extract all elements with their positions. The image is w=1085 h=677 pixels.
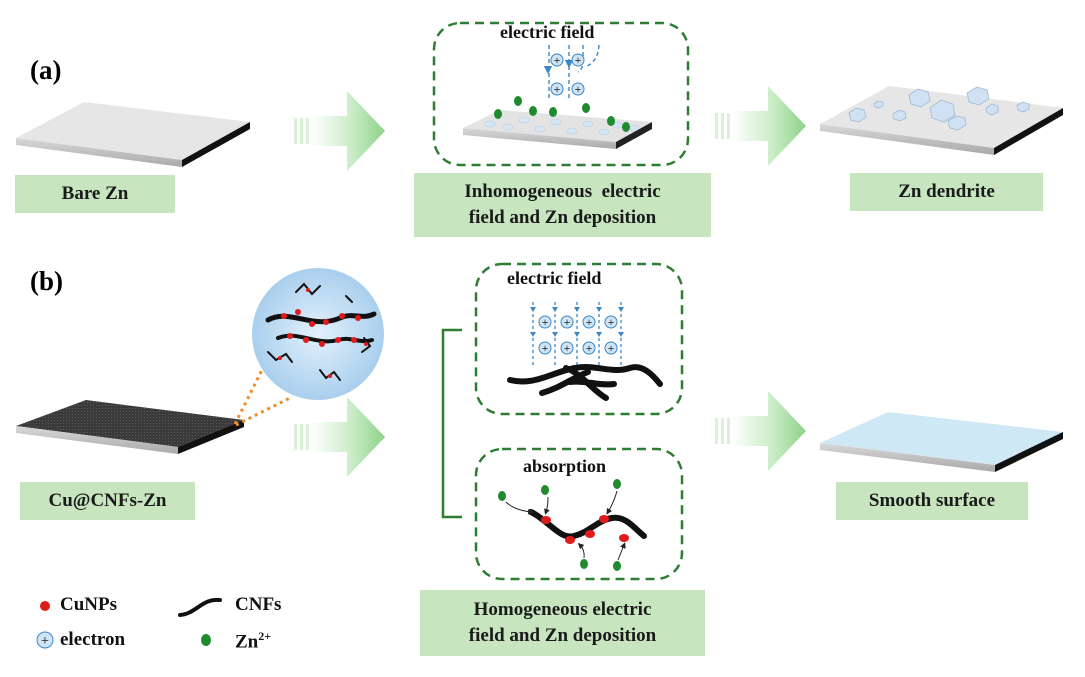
legend-zn-marker (201, 634, 211, 646)
svg-text:+: + (608, 341, 615, 355)
svg-text:+: + (41, 634, 49, 649)
process-arrow-b1 (294, 397, 385, 477)
legend-electron-label: electron (60, 629, 126, 650)
legend-electron-marker (36, 631, 54, 649)
svg-text:+: + (542, 341, 549, 355)
bare-zn-label: Bare Zn (15, 175, 175, 213)
field-arrowheads-b (530, 307, 624, 337)
inhomogeneous-label: Inhomogeneous electric field and Zn depo… (414, 173, 711, 237)
legend-zn-label: Zn2+ (235, 629, 271, 653)
svg-text:+: + (554, 53, 561, 67)
homogeneous-label-line2: field and Zn deposition (468, 625, 657, 646)
absorption-cnf-fiber (528, 509, 647, 540)
smooth-surface-label: Smooth surface (836, 482, 1028, 520)
absorption-zn-ions (498, 479, 621, 571)
cnf-fibers-b (507, 364, 663, 401)
zoom-dotted-lines (233, 361, 291, 427)
svg-text:+: + (564, 341, 571, 355)
svg-text:+: + (586, 341, 593, 355)
process-arrow-a1 (294, 91, 385, 171)
legend-zn-base: Zn (235, 631, 259, 653)
absorption-frame (474, 447, 684, 581)
svg-text:+: + (575, 53, 582, 67)
svg-text:+: + (608, 315, 615, 329)
homogeneous-label: Homogeneous electric field and Zn deposi… (420, 590, 705, 656)
svg-text:+: + (564, 315, 571, 329)
inhomogeneous-label-line2: field and Zn deposition (468, 207, 657, 228)
dendrite-slab (820, 86, 1063, 155)
absorption-title: absorption (523, 456, 607, 476)
inhomogeneous-field-frame (432, 21, 690, 167)
svg-text:+: + (554, 82, 561, 96)
electron-markers-a: + + + + (550, 53, 585, 96)
legend-cunps-label: CuNPs (60, 594, 118, 615)
homogeneous-label-line1: Homogeneous electric (473, 599, 652, 621)
legend-cnfs-label: CNFs (235, 594, 282, 615)
legend-cnfs-marker (178, 597, 222, 617)
zoom-cu-particles (278, 288, 368, 378)
zn-dendrite-label: Zn dendrite (850, 173, 1043, 211)
svg-text:+: + (586, 315, 593, 329)
svg-text:+: + (575, 82, 582, 96)
panel-a-label: (a) (30, 55, 62, 85)
legend-cunps-marker (40, 601, 50, 611)
electron-markers-b: + + + + + + + + (538, 315, 618, 355)
deposition-slab-a (463, 110, 652, 149)
absorption-arrows (505, 490, 626, 561)
svg-text:+: + (542, 315, 549, 329)
field-title-a: electric field (500, 22, 595, 42)
cu-cnfs-zn-slab (16, 400, 244, 454)
bare-zn-slab (16, 102, 250, 167)
cu-cnfs-zn-label: Cu@CNFs-Zn (20, 482, 195, 520)
field-title-b: electric field (507, 268, 602, 288)
absorption-cu-particles (541, 515, 629, 544)
smooth-surface-slab (820, 412, 1063, 472)
panel-b-label: (b) (30, 266, 63, 296)
process-arrow-a2 (715, 86, 806, 166)
legend-shapes: + (36, 597, 222, 649)
process-arrow-b2 (715, 391, 806, 471)
grouping-bracket (441, 328, 462, 519)
inhomogeneous-label-line1: Inhomogeneous electric (464, 181, 661, 203)
homogeneous-field-frame (474, 262, 684, 416)
legend-zn-charge: 2+ (258, 629, 272, 643)
zn-ions-a (494, 96, 630, 132)
